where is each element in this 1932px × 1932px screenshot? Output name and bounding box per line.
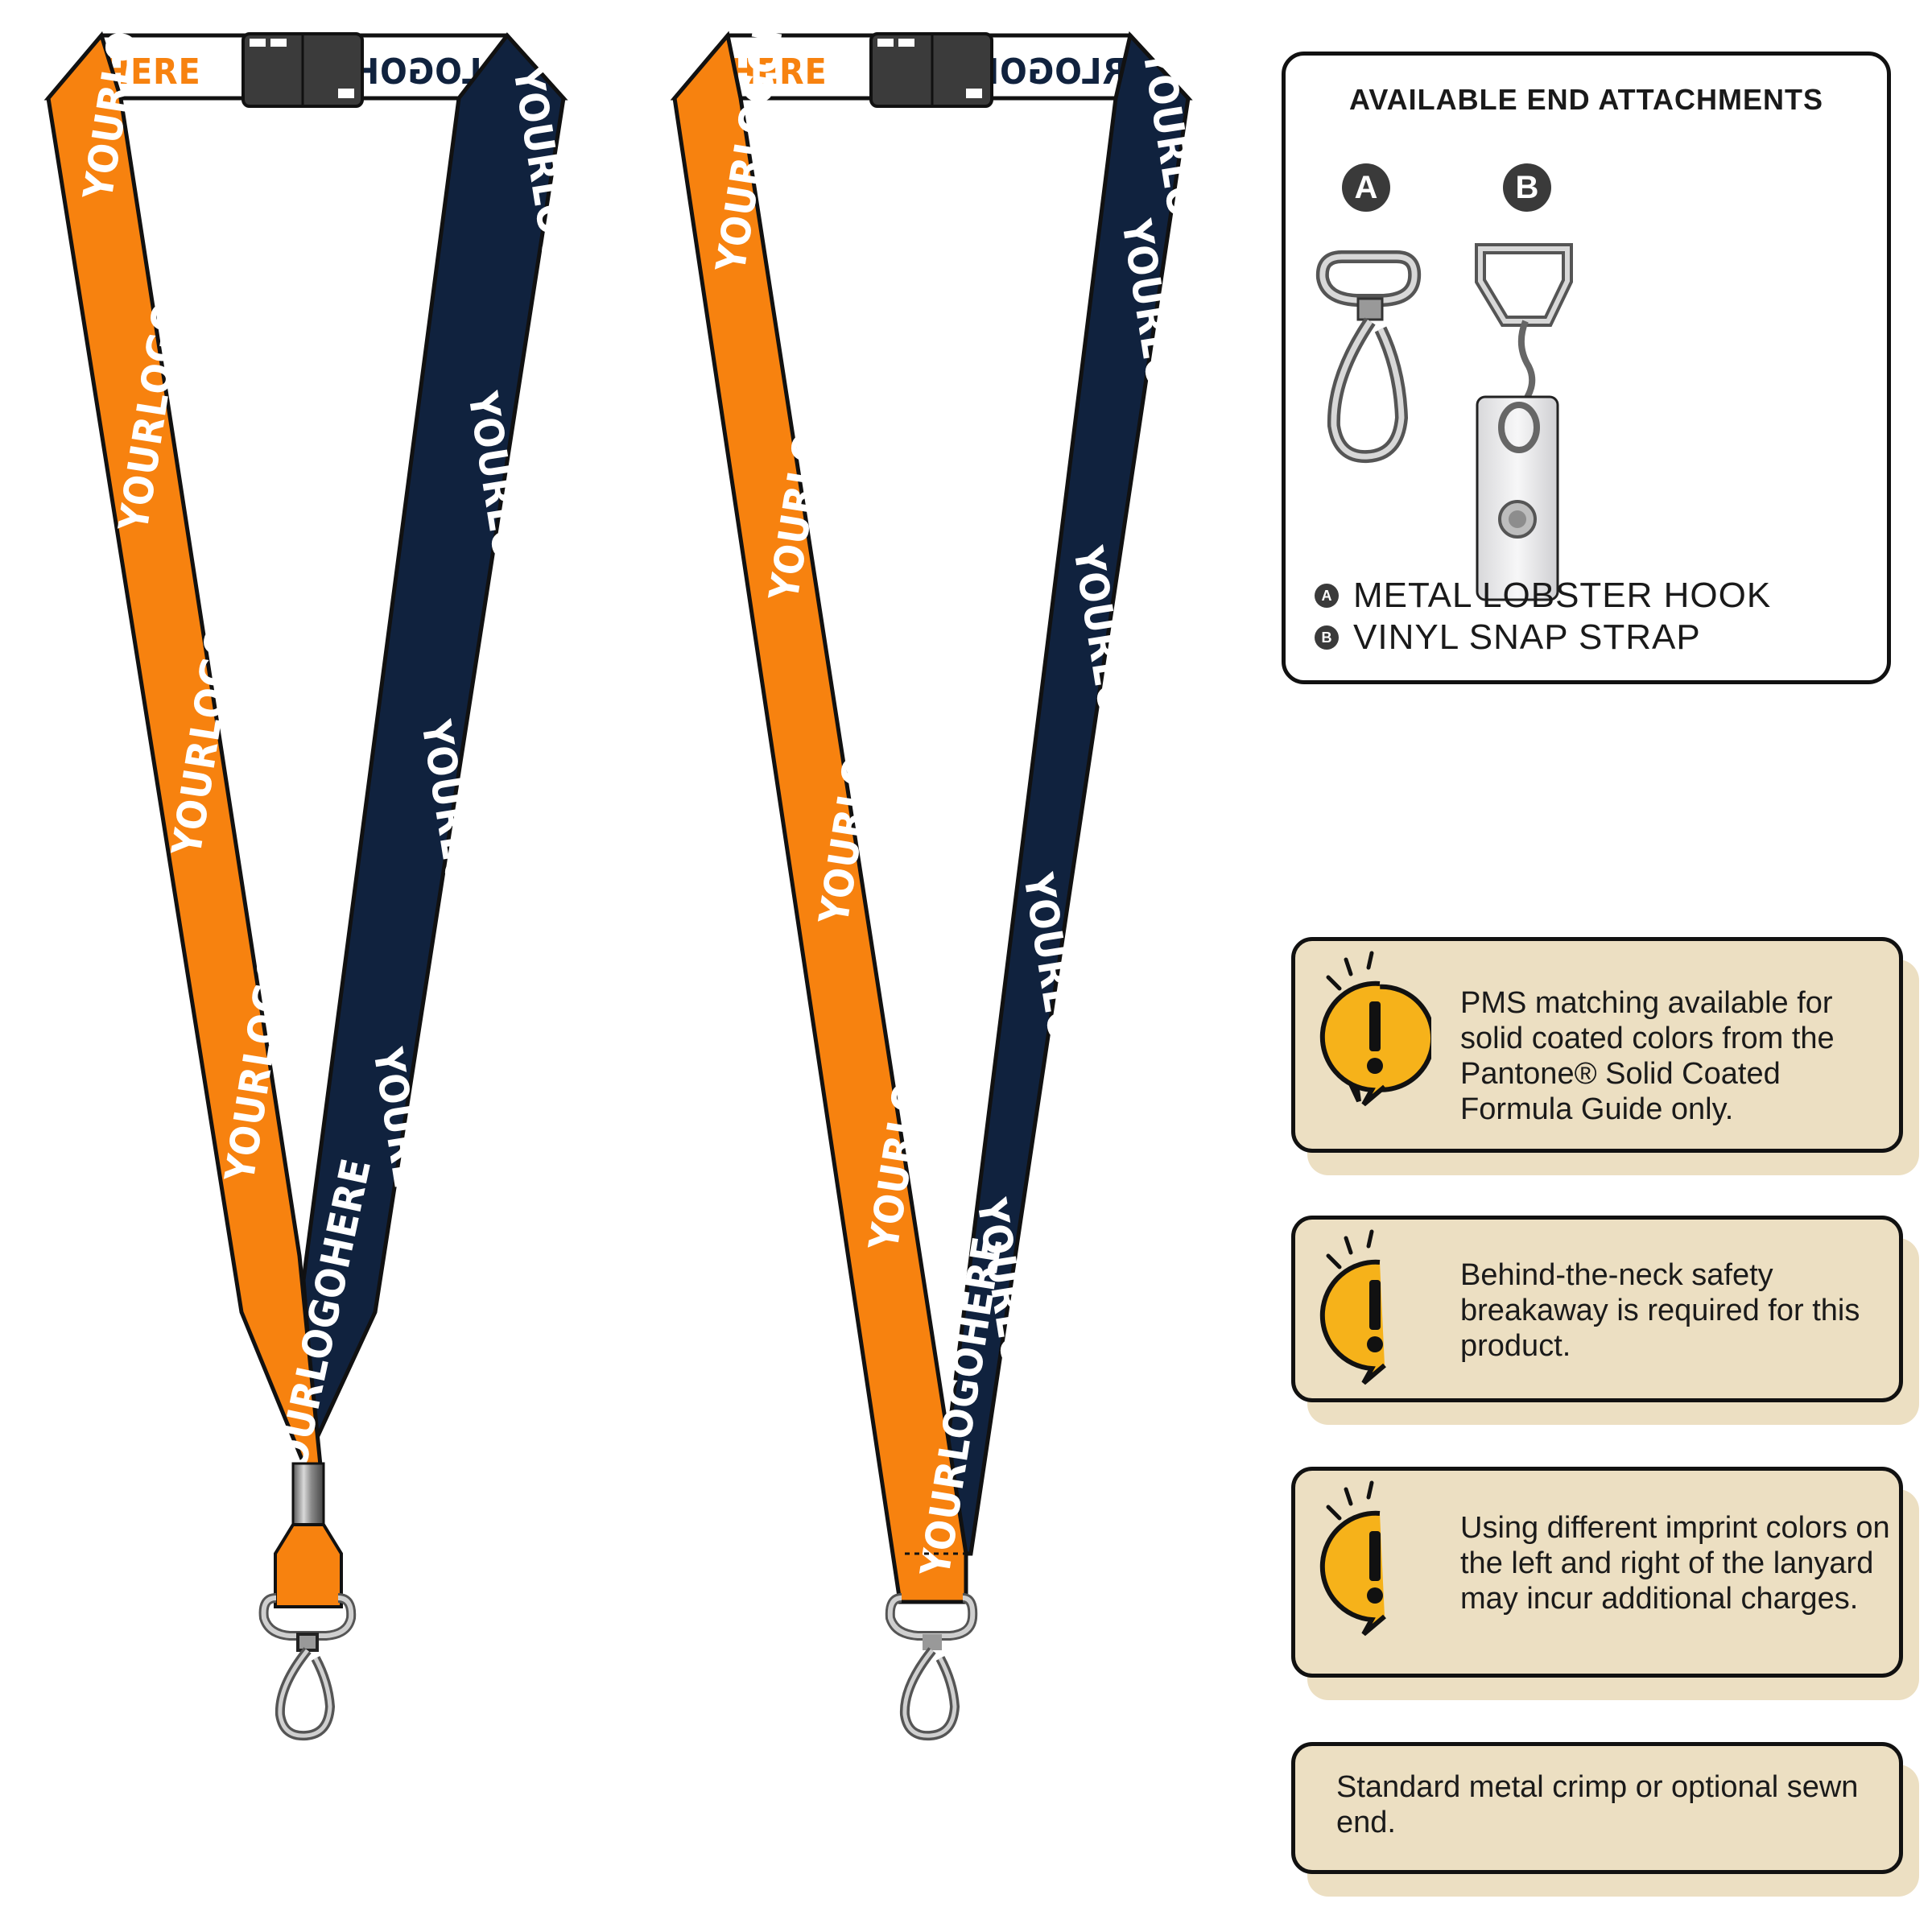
top-imprint-orange: HERE (103, 52, 201, 93)
option-b-badge: B (1503, 163, 1551, 212)
note-text: Using different imprint colors on the le… (1460, 1511, 1890, 1616)
warning-icon (1319, 1229, 1386, 1385)
lobster-hook-icon (1315, 250, 1422, 464)
note-pms-matching: PMS matching available for solid coated … (1291, 937, 1919, 1175)
lanyard-crimp-end: HERE RLOGOHE YOURLOGOHERE YOURLOGOHERE Y… (43, 0, 604, 1741)
lobster-hook-icon (258, 1593, 357, 1741)
crimp-tab (274, 1523, 343, 1608)
note-text: Standard metal crimp or optional sewn en… (1336, 1770, 1859, 1839)
attachments-panel: AVAILABLE END ATTACHMENTS A B A METAL LO… (1282, 52, 1891, 684)
attachment-option-a: A METAL LOBSTER HOOK (1315, 576, 1771, 616)
note-text: PMS matching available for solid coated … (1460, 986, 1835, 1126)
note-imprint-colors: Using different imprint colors on the le… (1291, 1467, 1919, 1700)
vinyl-snap-strap-icon (1475, 243, 1573, 601)
option-a-label: METAL LOBSTER HOOK (1353, 576, 1772, 615)
lanyard-sewn-end: HERE RLOGOHE YOURLOGOHERE YOURLOGOHERE Y… (670, 0, 1233, 1741)
metal-crimp-icon (291, 1462, 325, 1526)
note-crimp-sewn: Standard metal crimp or optional sewn en… (1291, 1742, 1919, 1897)
note-breakaway: Behind-the-neck safety breakaway is requ… (1291, 1216, 1919, 1425)
warning-icon (1319, 951, 1431, 1107)
strap-imprint: YOURLOGOHERE (74, 0, 174, 204)
option-b-label: VINYL SNAP STRAP (1353, 617, 1701, 657)
warning-icon (1319, 1480, 1386, 1637)
attachments-title: AVAILABLE END ATTACHMENTS (1349, 83, 1823, 116)
option-a-dot: A (1315, 584, 1339, 608)
option-b-dot: B (1315, 625, 1339, 650)
note-text: Behind-the-neck safety breakaway is requ… (1460, 1258, 1860, 1363)
attachment-option-b: B VINYL SNAP STRAP (1315, 617, 1701, 658)
lobster-hook-icon (885, 1593, 978, 1741)
top-imprint-orange: HERE (729, 52, 828, 93)
option-a-badge: A (1342, 163, 1390, 212)
